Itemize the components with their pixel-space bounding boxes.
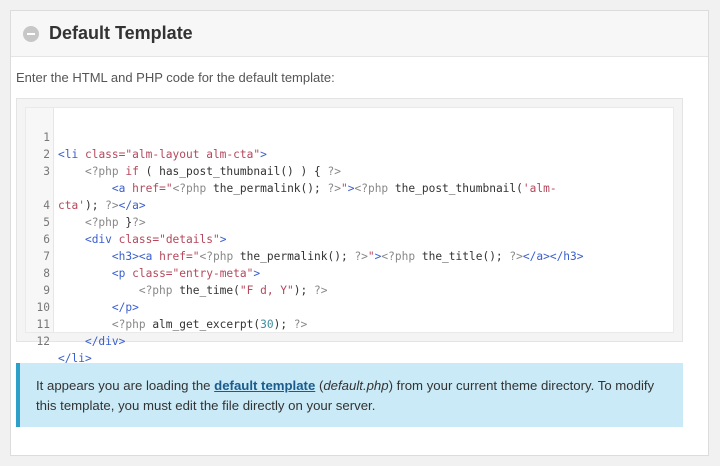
line-number: 6 [43, 233, 50, 246]
notice-filename: default.php [323, 378, 389, 393]
code-line: 10 <?php alm_get_excerpt(30); ?> [26, 282, 308, 331]
code-text: </p> [111, 301, 139, 314]
code-line: 12 </li> [26, 316, 92, 365]
code-line: 2 <?php if ( has_post_thumbnail() ) { ?> [26, 129, 341, 178]
line-number: 12 [36, 335, 50, 348]
line-number: 7 [43, 250, 50, 263]
line-number: 3 [43, 165, 50, 178]
code-line: 7 <p class="entry-meta"> [26, 231, 260, 280]
code-text: <?php the_time("F d, Y"); ?> [138, 284, 328, 297]
notice-text: ) from your current theme directory. To … [36, 378, 655, 413]
code-text: <p class="entry-meta"> [111, 267, 261, 280]
description-text: Enter the HTML and PHP code for the defa… [16, 70, 335, 85]
line-number: 11 [36, 318, 50, 331]
line-number-gutter [26, 108, 54, 332]
code-text: </div> [84, 335, 126, 348]
code-editor-container: 1 <li class="alm-layout alm-cta"> 2 <?ph… [16, 98, 683, 365]
code-editor[interactable]: 1 <li class="alm-layout alm-cta"> 2 <?ph… [25, 107, 674, 365]
line-number: 1 [43, 131, 50, 144]
panel-header[interactable]: Default Template [11, 11, 708, 57]
notice-text: It appears you are loading the [36, 378, 215, 393]
code-text: <li class="alm-layout alm-cta"> [58, 148, 267, 161]
code-text: </li> [58, 352, 92, 365]
code-text: <?php }?> [84, 216, 146, 229]
code-line: 6 <h3><a href="<?php the_permalink(); ?>… [26, 214, 583, 263]
code-text: cta'); ?></a> [58, 199, 146, 212]
panel-title: Default Template [49, 23, 193, 43]
code-line: 8 <?php the_time("F d, Y"); ?> [26, 248, 327, 297]
line-number: 5 [43, 216, 50, 229]
code-line: cta'); ?></a> [26, 163, 146, 212]
code-line: 3 <a href="<?php the_permalink(); ?>"><?… [26, 146, 556, 195]
minus-circle-icon[interactable] [23, 25, 39, 42]
code-line: 4 <?php }?> [26, 180, 145, 229]
code-line: 1 <li class="alm-layout alm-cta"> [26, 112, 267, 161]
line-number: 10 [36, 301, 50, 314]
line-number: 8 [43, 267, 50, 280]
code-line: 9 </p> [26, 265, 139, 314]
code-text: <a href="<?php the_permalink(); ?>"><?ph… [111, 182, 557, 195]
info-notice: It appears you are loading the default t… [16, 363, 683, 427]
code-text: <?php alm_get_excerpt(30); ?> [111, 318, 308, 331]
code-line: 5 <div class="details"> [26, 197, 226, 246]
line-number: 4 [43, 199, 50, 212]
line-number: 2 [43, 148, 50, 161]
line-number: 9 [43, 284, 50, 297]
code-text: <h3><a href="<?php the_permalink(); ?>">… [111, 250, 584, 263]
code-line: 11 </div> [26, 299, 126, 348]
default-template-link[interactable]: default template [214, 378, 316, 393]
notice-text: ( [315, 378, 324, 393]
code-text: <div class="details"> [84, 233, 227, 246]
code-text: <?php if ( has_post_thumbnail() ) { ?> [84, 165, 341, 178]
